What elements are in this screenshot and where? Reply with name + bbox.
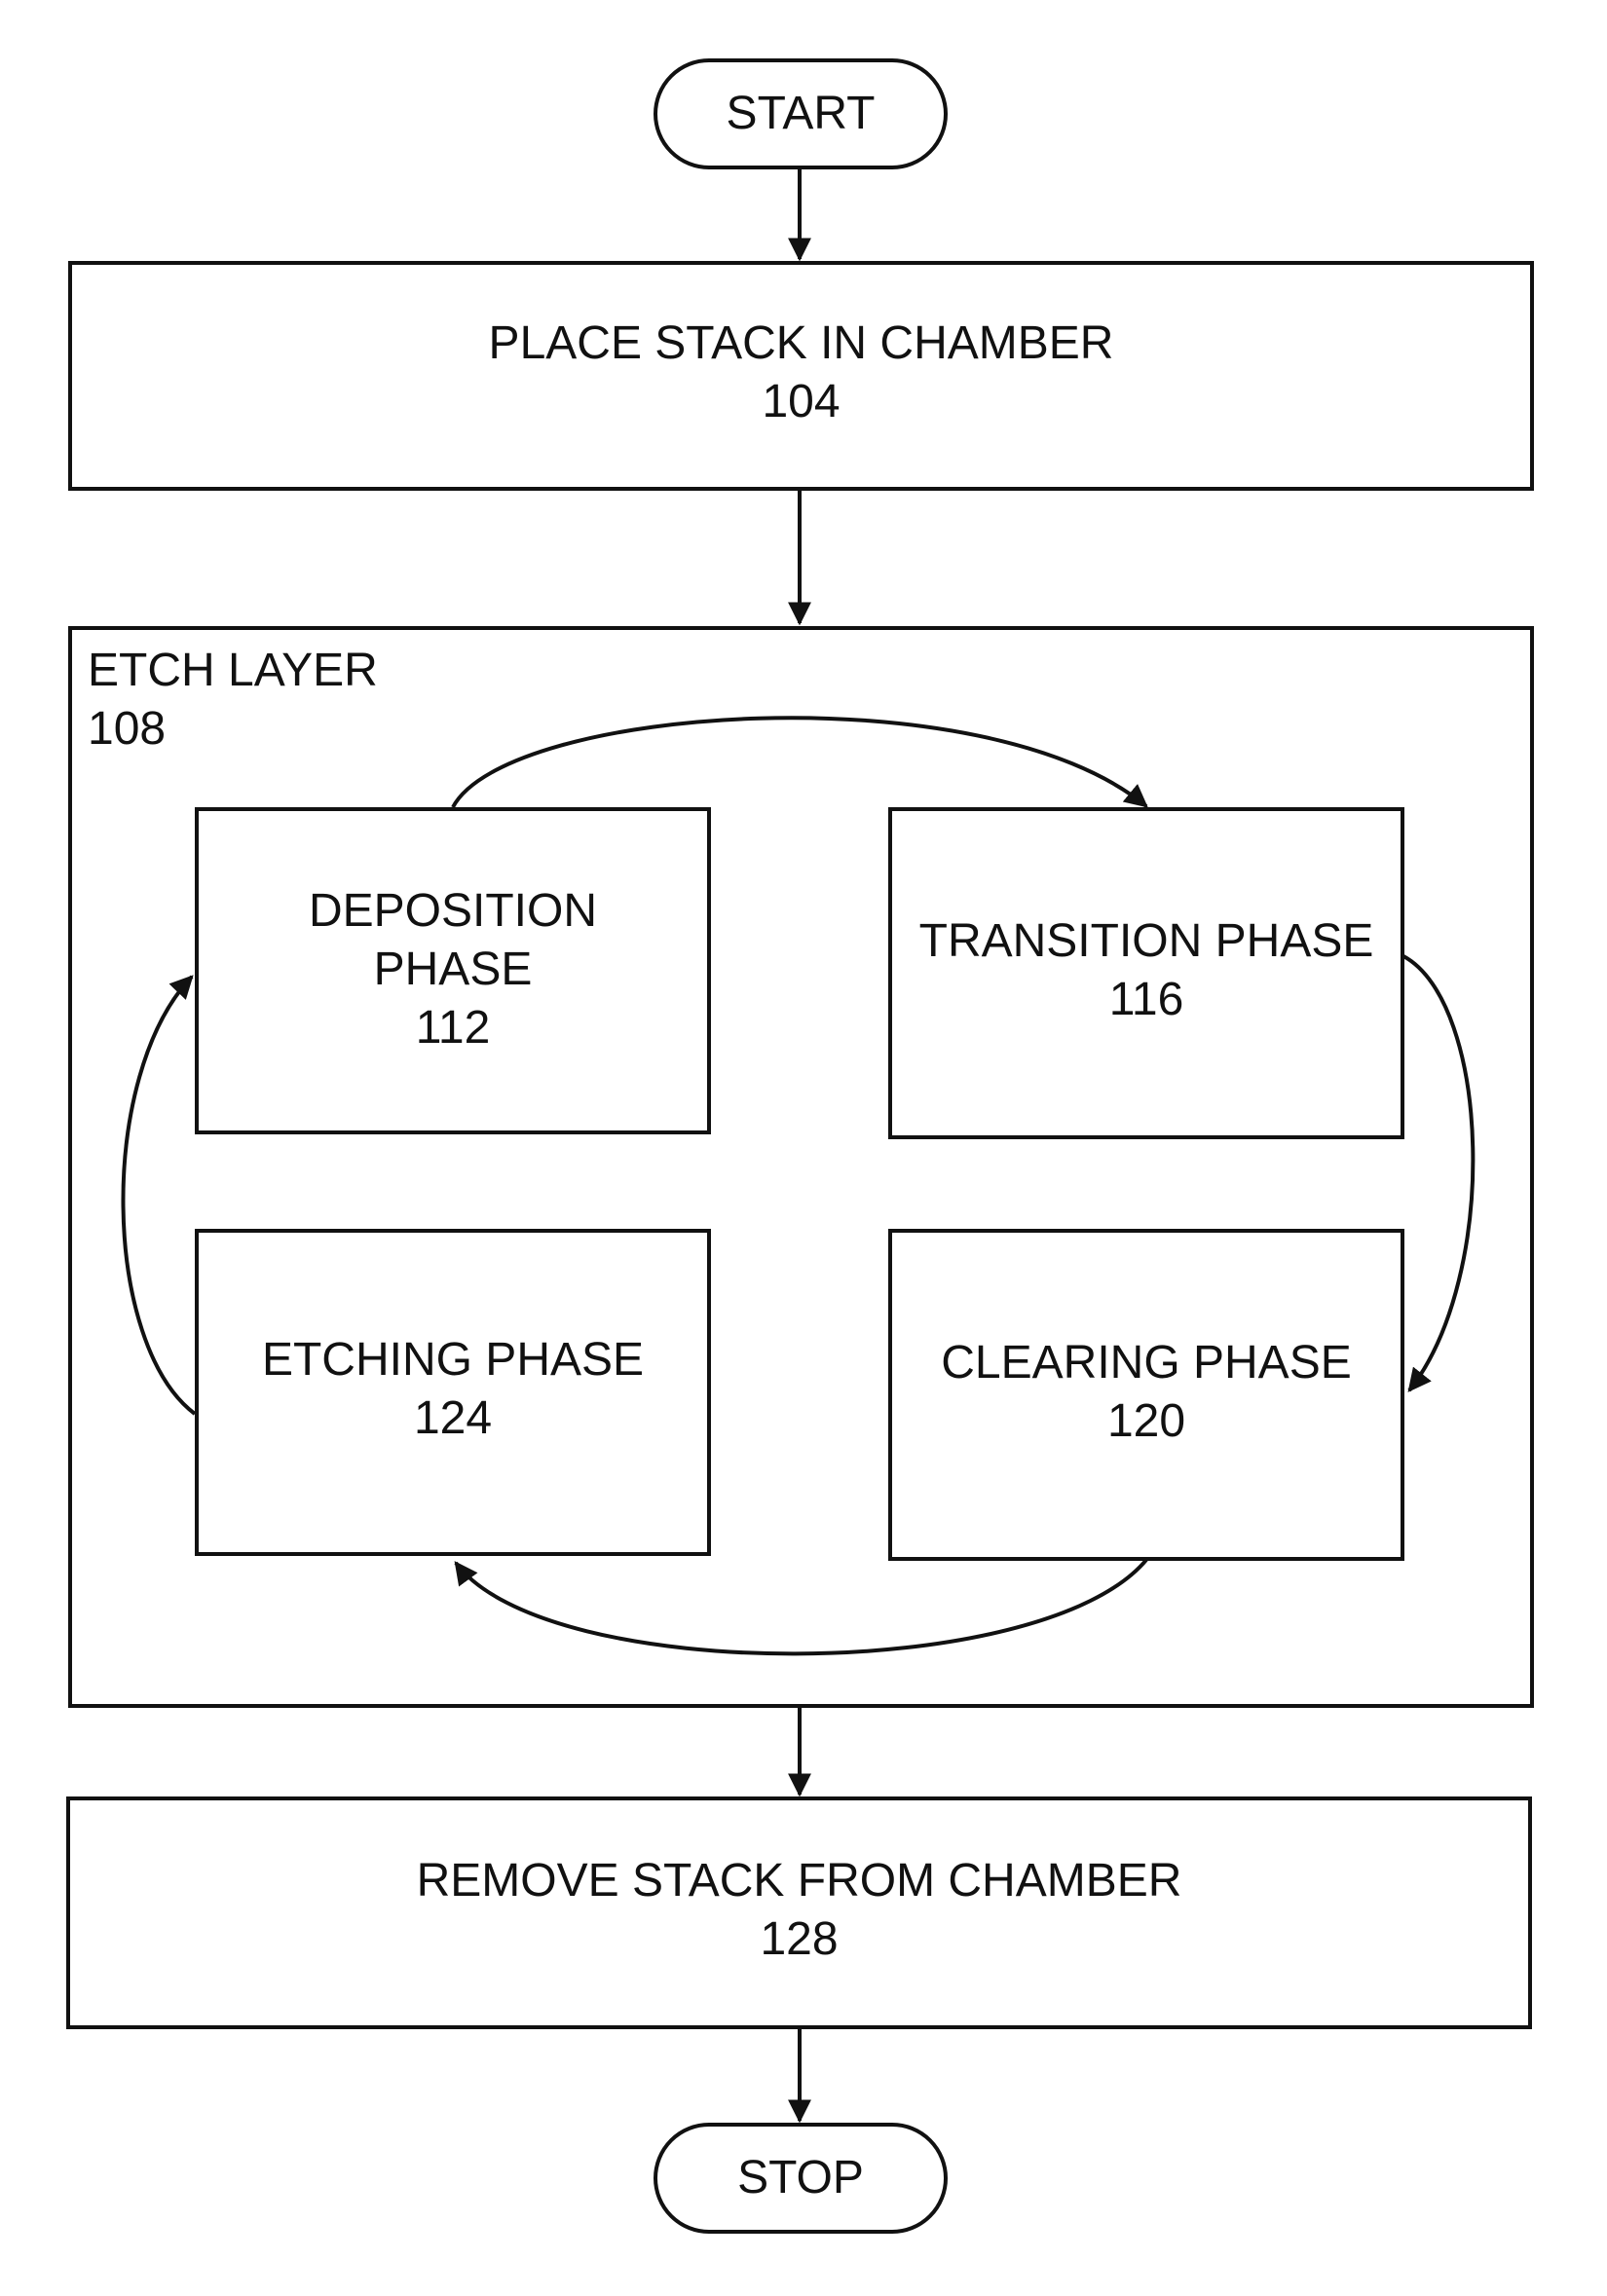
deposition-phase-line2: PHASE [195, 941, 711, 999]
transition-phase-label: TRANSITION PHASE 116 [888, 912, 1404, 1029]
deposition-phase-line1: DEPOSITION [195, 882, 711, 941]
remove-stack-label: REMOVE STACK FROM CHAMBER 128 [66, 1852, 1532, 1969]
place-stack-text: PLACE STACK IN CHAMBER [68, 315, 1534, 373]
start-label: START [654, 85, 948, 143]
etch-layer-text: ETCH LAYER [88, 642, 378, 700]
place-stack-label: PLACE STACK IN CHAMBER 104 [68, 315, 1534, 431]
etch-layer-ref: 108 [88, 700, 378, 759]
stop-label: STOP [654, 2149, 948, 2207]
etching-phase-label: ETCHING PHASE 124 [195, 1331, 711, 1448]
place-stack-ref: 104 [68, 373, 1534, 431]
etching-phase-ref: 124 [195, 1389, 711, 1448]
transition-phase-text: TRANSITION PHASE [888, 912, 1404, 971]
clearing-phase-text: CLEARING PHASE [888, 1334, 1404, 1392]
deposition-phase-label: DEPOSITION PHASE 112 [195, 882, 711, 1057]
transition-phase-ref: 116 [888, 971, 1404, 1029]
etching-phase-text: ETCHING PHASE [195, 1331, 711, 1389]
deposition-phase-ref: 112 [195, 999, 711, 1057]
clearing-phase-label: CLEARING PHASE 120 [888, 1334, 1404, 1451]
etch-layer-label: ETCH LAYER 108 [88, 642, 378, 759]
remove-stack-ref: 128 [66, 1910, 1532, 1969]
clearing-phase-ref: 120 [888, 1392, 1404, 1451]
remove-stack-text: REMOVE STACK FROM CHAMBER [66, 1852, 1532, 1910]
